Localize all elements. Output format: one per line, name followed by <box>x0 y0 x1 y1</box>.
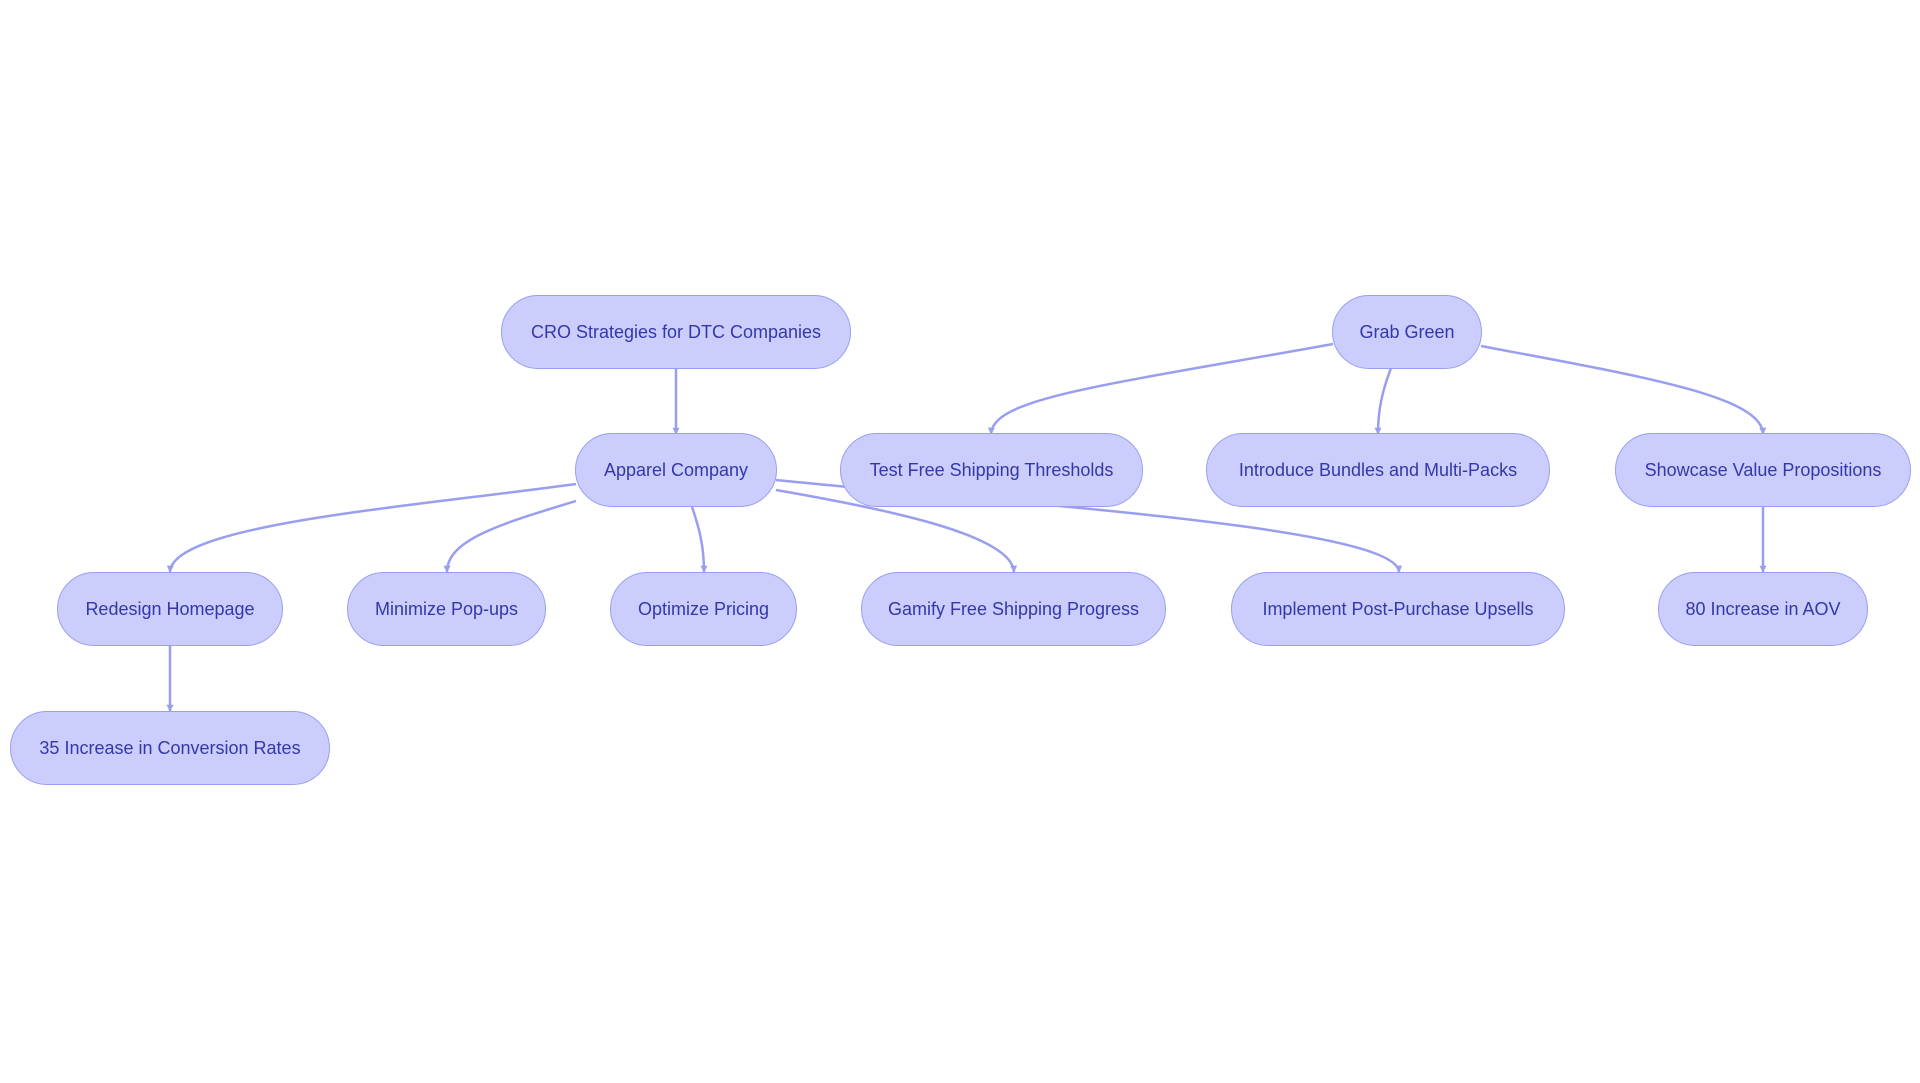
node-post-purchase-upsells[interactable]: Implement Post-Purchase Upsells <box>1231 572 1565 646</box>
edge-apparel-to-gamify <box>775 488 1018 573</box>
edge-grab-to-thresholds <box>987 342 1334 435</box>
node-introduce-bundles[interactable]: Introduce Bundles and Multi-Packs <box>1206 433 1550 507</box>
node-optimize-pricing[interactable]: Optimize Pricing <box>610 572 797 646</box>
node-test-free-shipping-thresholds[interactable]: Test Free Shipping Thresholds <box>840 433 1143 507</box>
node-redesign-homepage[interactable]: Redesign Homepage <box>57 572 283 646</box>
edge-apparel-to-popups <box>443 499 577 573</box>
node-increase-conversion-rates[interactable]: 35 Increase in Conversion Rates <box>10 711 330 785</box>
node-increase-aov[interactable]: 80 Increase in AOV <box>1658 572 1868 646</box>
node-cro-strategies[interactable]: CRO Strategies for DTC Companies <box>501 295 851 369</box>
edge-grab-to-value <box>1480 344 1767 435</box>
node-showcase-value-propositions[interactable]: Showcase Value Propositions <box>1615 433 1911 507</box>
edge-grab-to-bundles <box>1374 367 1393 435</box>
node-apparel-company[interactable]: Apparel Company <box>575 433 777 507</box>
node-grab-green[interactable]: Grab Green <box>1332 295 1482 369</box>
node-gamify-free-shipping[interactable]: Gamify Free Shipping Progress <box>861 572 1166 646</box>
edge-apparel-to-pricing <box>690 506 708 573</box>
node-minimize-popups[interactable]: Minimize Pop-ups <box>347 572 546 646</box>
edge-apparel-to-redesign <box>166 482 577 573</box>
